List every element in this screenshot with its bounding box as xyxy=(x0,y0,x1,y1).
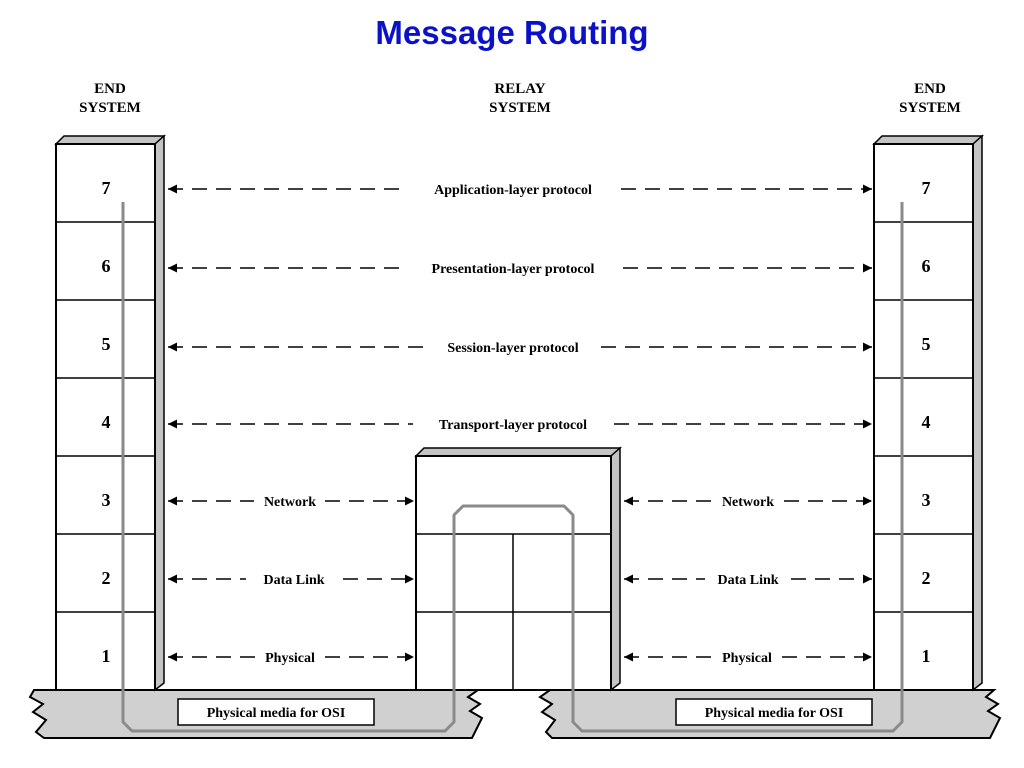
left-layer-7: 7 xyxy=(102,178,111,198)
left-layer-4: 4 xyxy=(102,412,111,432)
data-link-label-left: Data Link xyxy=(263,573,324,588)
page-title: Message Routing xyxy=(375,14,649,51)
right-layer-7: 7 xyxy=(922,178,931,198)
left-layer-2: 2 xyxy=(102,568,111,588)
svg-text:SYSTEM: SYSTEM xyxy=(489,100,551,116)
header-left-end-system: END SYSTEM xyxy=(79,81,141,116)
transport-protocol-label: Transport-layer protocol xyxy=(439,418,587,433)
application-protocol-label: Application-layer protocol xyxy=(434,183,592,198)
right-layer-4: 4 xyxy=(922,412,931,432)
right-layer-1: 1 xyxy=(922,646,931,666)
right-layer-2: 2 xyxy=(922,568,931,588)
data-link-label-right: Data Link xyxy=(717,573,778,588)
svg-text:RELAY: RELAY xyxy=(494,81,545,97)
right-layer-5: 5 xyxy=(922,334,931,354)
relay-system-box xyxy=(414,446,622,692)
protocol-arrows xyxy=(168,184,872,662)
svg-text:SYSTEM: SYSTEM xyxy=(899,100,961,116)
physical-media-left: Physical media for OSI xyxy=(28,689,484,739)
left-layer-3: 3 xyxy=(102,490,111,510)
svg-text:END: END xyxy=(94,81,126,97)
svg-text:END: END xyxy=(914,81,946,97)
network-label-left: Network xyxy=(264,495,316,510)
left-layer-5: 5 xyxy=(102,334,111,354)
svg-text:SYSTEM: SYSTEM xyxy=(79,100,141,116)
left-layer-6: 6 xyxy=(102,256,111,276)
session-protocol-label: Session-layer protocol xyxy=(447,341,578,356)
right-layer-3: 3 xyxy=(922,490,931,510)
right-end-system-stack: 7 6 5 4 3 2 1 xyxy=(872,134,984,692)
media-label-right: Physical media for OSI xyxy=(705,706,844,721)
physical-label-left: Physical xyxy=(265,651,315,666)
left-layer-1: 1 xyxy=(102,646,111,666)
physical-label-right: Physical xyxy=(722,651,772,666)
media-label-left: Physical media for OSI xyxy=(207,706,346,721)
header-right-end-system: END SYSTEM xyxy=(899,81,961,116)
right-layer-6: 6 xyxy=(922,256,931,276)
physical-media-right: Physical media for OSI xyxy=(538,689,1002,739)
network-label-right: Network xyxy=(722,495,774,510)
presentation-protocol-label: Presentation-layer protocol xyxy=(432,262,595,277)
message-route-path xyxy=(121,202,904,733)
header-relay-system: RELAY SYSTEM xyxy=(489,81,551,116)
left-end-system-stack: 7 6 5 4 3 2 1 xyxy=(54,134,166,692)
